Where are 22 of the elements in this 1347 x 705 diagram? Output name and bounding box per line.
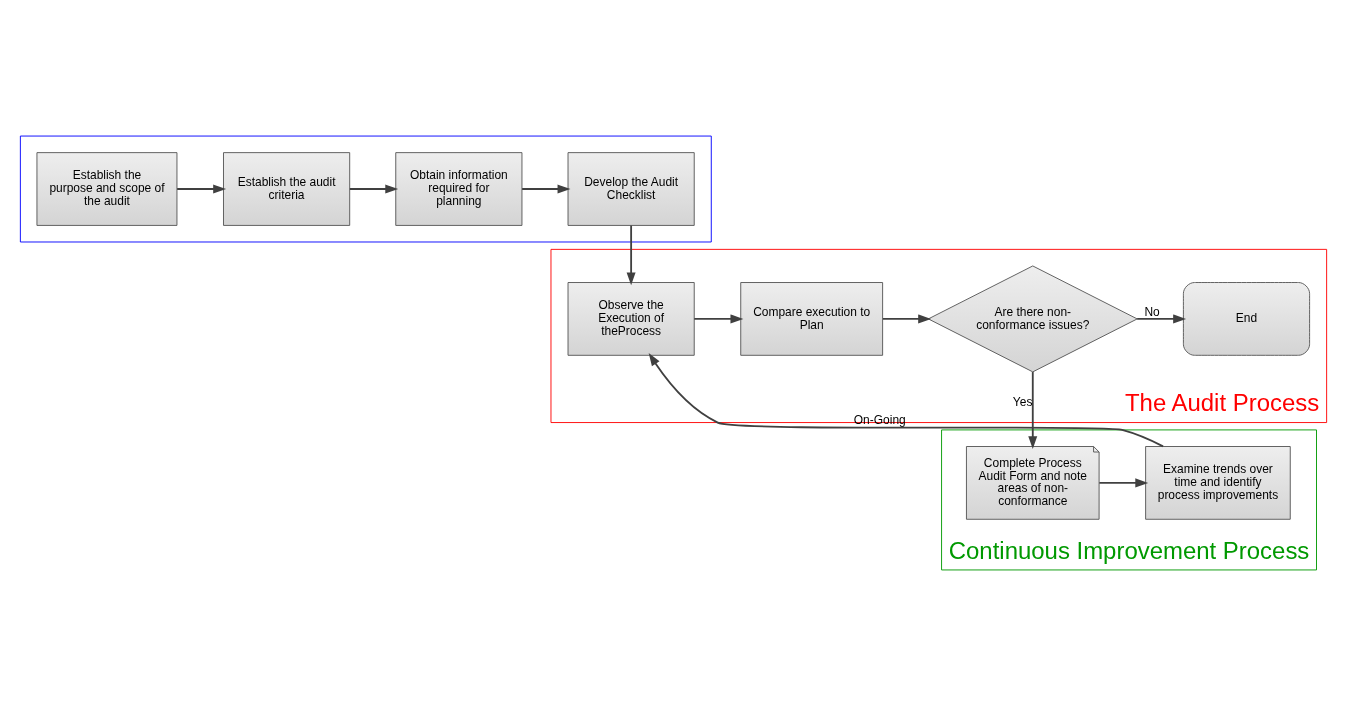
node-diamond: Are there non-conformance issues? — [927, 265, 1138, 372]
arrow — [348, 184, 399, 194]
arrow — [626, 224, 636, 285]
node-box: Compare execution to Plan — [740, 281, 884, 356]
node-box: Establish the audit criteria — [223, 151, 351, 226]
arrow — [1136, 313, 1187, 323]
node-box: Establish the purpose and scope of the audit — [36, 151, 178, 226]
node-box: End — [1182, 281, 1311, 356]
arrow — [1028, 370, 1038, 449]
arrow — [1098, 477, 1149, 487]
node-box: Observe the Execution of theProcess — [567, 281, 695, 356]
arrow — [521, 184, 571, 194]
arrow — [176, 184, 227, 194]
cluster — [19, 135, 712, 242]
node-box: Develop the Audit Checklist — [567, 151, 695, 226]
node-box: Examine trends over time and identify process improvements — [1145, 445, 1291, 520]
arrow — [648, 352, 1164, 447]
arrow — [882, 313, 932, 323]
edge-label: Yes — [1012, 394, 1033, 409]
edge-label: No — [1144, 304, 1160, 319]
arrow — [693, 313, 744, 323]
node-box: Obtain information required for planning — [395, 151, 523, 226]
